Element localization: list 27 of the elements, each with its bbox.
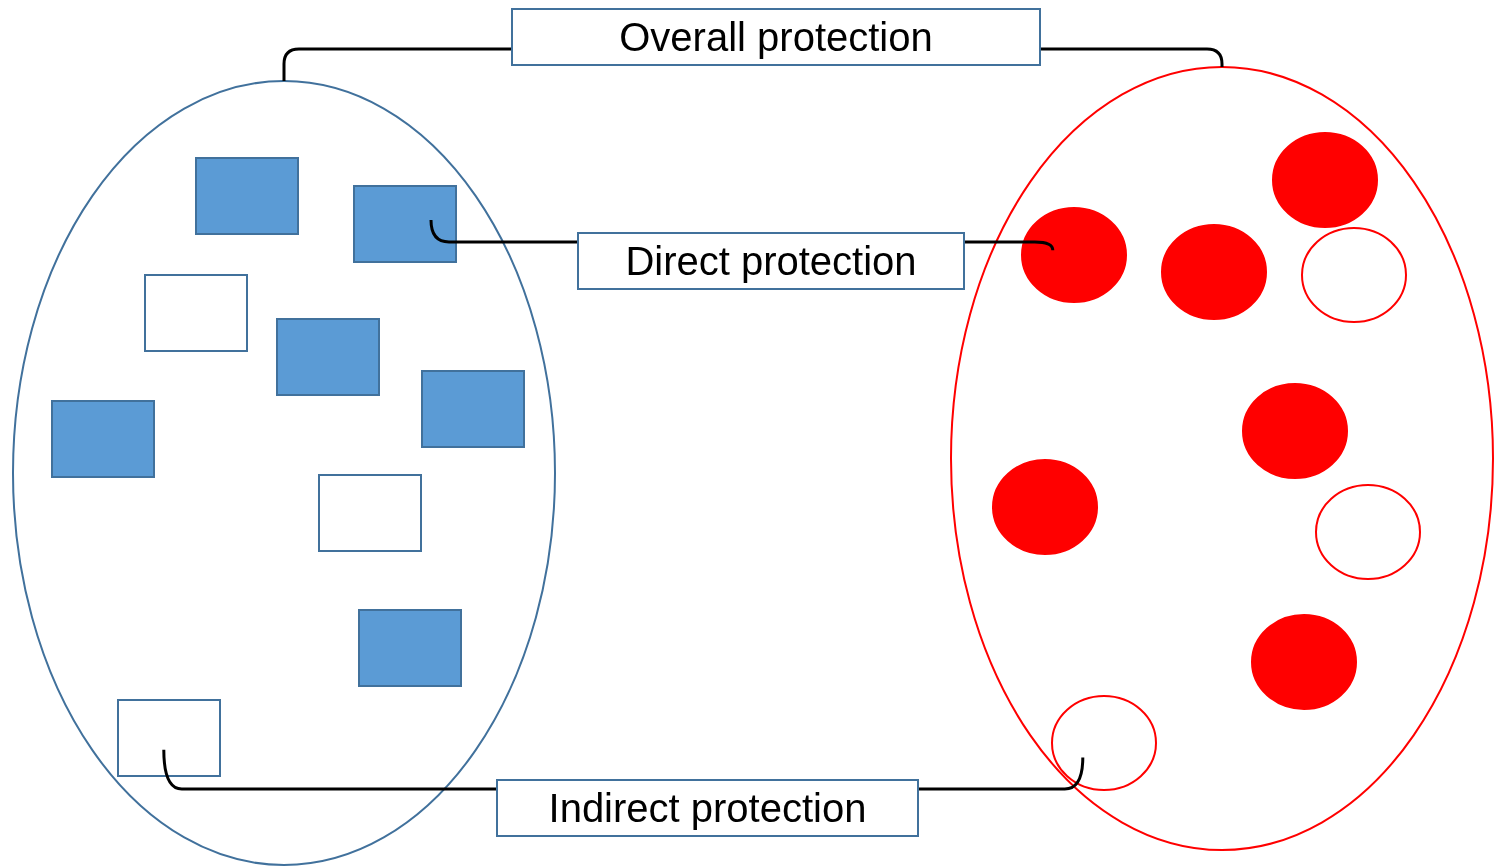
empty-circle	[1161, 224, 1267, 320]
bracket-line	[919, 757, 1085, 791]
empty-square	[144, 274, 248, 352]
group-ellipse	[950, 66, 1494, 851]
bracket-line	[282, 47, 511, 81]
empty-square	[195, 157, 299, 235]
empty-square	[276, 318, 380, 396]
empty-circle	[1251, 614, 1357, 710]
empty-square	[358, 609, 462, 687]
label-box: Indirect protection	[496, 779, 919, 837]
empty-circle	[1315, 484, 1421, 580]
bracket-line	[162, 749, 496, 791]
empty-circle	[1272, 132, 1378, 228]
empty-square	[318, 474, 422, 552]
empty-square	[51, 400, 155, 478]
empty-square	[421, 370, 525, 448]
empty-square	[117, 699, 221, 777]
label-box: Direct protection	[577, 232, 965, 290]
bracket-line	[429, 220, 577, 244]
empty-circle	[1242, 383, 1348, 479]
empty-circle	[1301, 227, 1407, 323]
empty-circle	[1021, 207, 1127, 303]
bracket-line	[965, 240, 1055, 251]
empty-circle	[992, 459, 1098, 555]
empty-square	[353, 185, 457, 263]
empty-circle	[1051, 695, 1157, 791]
label-box: Overall protection	[511, 8, 1041, 66]
